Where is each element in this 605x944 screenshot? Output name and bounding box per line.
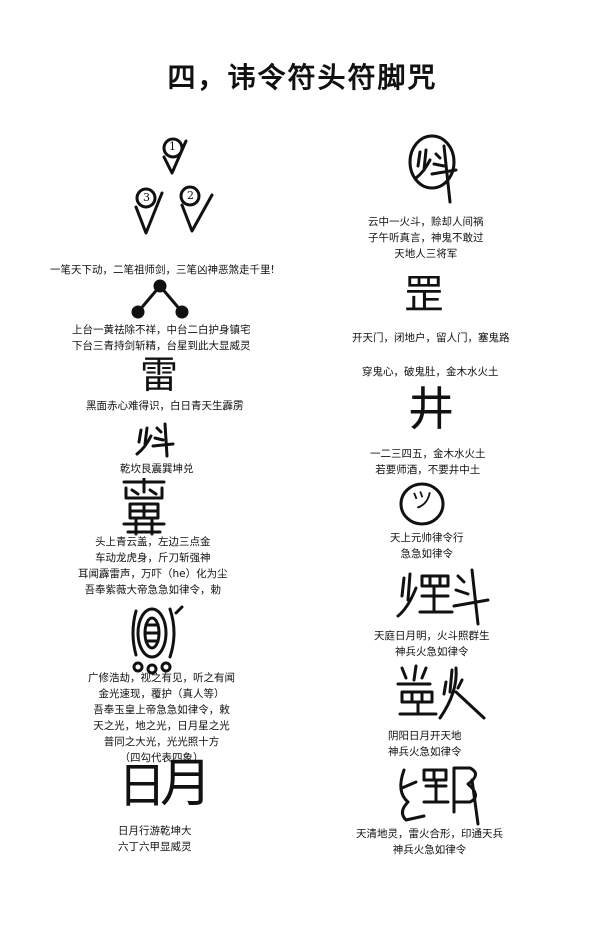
caption-left-5: 头上青云盖，左边三点金 车动龙虎身，斤刀斩强神 耳闻霹雷声，万吓（he）化为尘 …: [78, 536, 228, 596]
fire-dou-circle-sigil-icon: [404, 132, 466, 204]
gang-glyph: 罡: [404, 272, 444, 318]
ri-glyph: 日: [118, 758, 167, 814]
caption-left-1: 一笔天下动，二笔祖师剑，三笔凶神恶煞走千里!: [50, 264, 275, 276]
caption-right-2: 开天门，闭地户，留人门，塞鬼路: [352, 332, 510, 344]
caption-right-4: 一二三四五，金木水火土 若要师酒，不要井中土: [370, 448, 486, 476]
wu-glyph: ツ: [411, 489, 434, 514]
caption-left-6: 广修浩劫，视之有见，听之有闻 金光速现，覆护（真人等） 吾奉玉皇上帝急急如律令，…: [88, 672, 235, 764]
jing-glyph: 井: [408, 382, 454, 436]
three-stroke-sigil-icon: [128, 133, 218, 243]
lei-composite-sigil-icon: [120, 478, 168, 536]
thunder-fire-sigil-icon: [394, 762, 486, 826]
lei-glyph: 雷: [140, 353, 179, 397]
caption-right-6: 天庭日月明，火斗照群生 神兵火急如律令: [374, 630, 490, 658]
caption-left-2: 上台一黄祛除不祥，中台二白护身镇宅 下台三青持剑斩精，台星到此大显威灵: [72, 324, 251, 352]
caption-right-5: 天上元帅律令行 急急如律令: [390, 532, 464, 560]
page-title: 四，讳令符头符脚咒: [167, 61, 438, 94]
caption-left-7: 日月行游乾坤大 六丁六甲显威灵: [118, 825, 192, 853]
yinyang-gang-sigil-icon: [396, 662, 492, 722]
caption-left-4: 乾坎艮震巽坤兑: [120, 463, 194, 475]
stroke-number-3: 3: [143, 191, 150, 204]
yue-glyph: 月: [160, 754, 213, 814]
eye-seal-sigil-icon: [128, 603, 184, 677]
wu-circle-sigil-icon: [398, 481, 446, 527]
stroke-number-1: 1: [169, 140, 176, 153]
caption-right-7: 阴阳日月开天地 神兵火急如律令: [388, 730, 462, 758]
caption-right-1: 云中一火斗，赊却人间祸 子午听真言，神鬼不敢过 天地人三将军: [368, 216, 484, 260]
caption-left-3: 黑面赤心难得识，白日青天生霹雳: [86, 400, 244, 412]
caption-right-8: 天清地灵，雷火合形，印通天兵 神兵火急如律令: [356, 828, 503, 856]
caption-right-3: 穿鬼心，破鬼肚，金木水火土: [362, 366, 499, 378]
fire-dou-sigil-icon: [135, 420, 175, 458]
stroke-number-2: 2: [187, 189, 194, 202]
three-star-sigil-icon: [130, 278, 190, 320]
gang-fire-dou-sigil-icon: [396, 566, 492, 626]
